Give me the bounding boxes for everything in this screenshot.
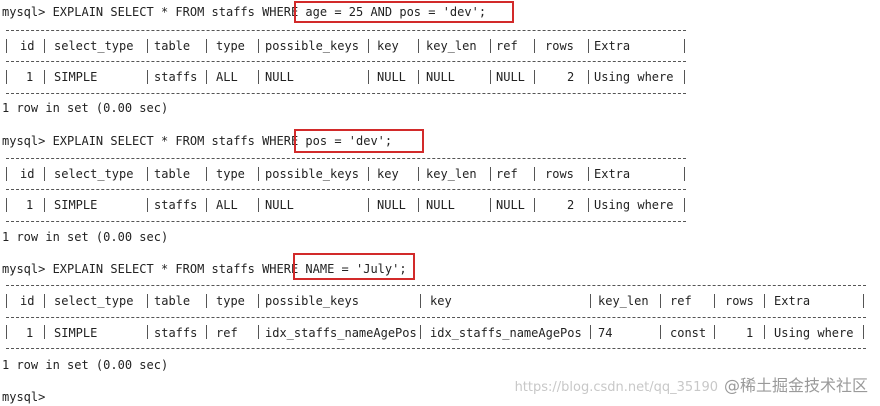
column-header: type xyxy=(216,294,245,308)
table-cell: NULL xyxy=(377,70,406,84)
table-cell: staffs xyxy=(154,70,198,84)
column-header: rows xyxy=(545,39,574,53)
table-rule xyxy=(6,30,686,31)
highlight-box-1 xyxy=(294,1,514,23)
table-cell: ALL xyxy=(216,70,238,84)
column-header: select_type xyxy=(54,39,134,53)
result-summary-3: 1 row in set (0.00 sec) xyxy=(2,358,169,372)
table-cell: idx_staffs_nameAgePos xyxy=(430,326,582,340)
column-header: ref xyxy=(496,39,518,53)
column-header: key_len xyxy=(426,167,477,181)
column-header: Extra xyxy=(774,294,811,308)
column-header: id xyxy=(20,39,35,53)
table-cell: const xyxy=(670,326,707,340)
query-line-2: mysql> EXPLAIN SELECT * FROM staffs WHER… xyxy=(2,134,393,148)
table-cell: NULL xyxy=(265,70,294,84)
table-cell: NULL xyxy=(377,198,406,212)
table-cell: Using where xyxy=(594,70,674,84)
table-cell: idx_staffs_nameAgePos xyxy=(265,326,417,340)
result-table-3: id select_type table type possible_keys … xyxy=(6,283,866,349)
result-summary-1: 1 row in set (0.00 sec) xyxy=(2,101,169,115)
column-header: id xyxy=(20,294,35,308)
column-header: key_len xyxy=(426,39,477,53)
table-rule xyxy=(6,61,686,62)
column-header: ref xyxy=(670,294,692,308)
column-header: key xyxy=(430,294,452,308)
column-header: table xyxy=(154,294,191,308)
column-header: rows xyxy=(545,167,574,181)
table-cell: Using where xyxy=(774,326,854,340)
table-cell: ref xyxy=(216,326,238,340)
table-cell: staffs xyxy=(154,326,198,340)
result-table-1: id select_type table type possible_keys … xyxy=(6,28,686,94)
table-cell: 1 xyxy=(26,198,34,212)
column-header: possible_keys xyxy=(265,294,359,308)
query-line-3: mysql> EXPLAIN SELECT * FROM staffs WHER… xyxy=(2,262,407,276)
table-cell: SIMPLE xyxy=(54,198,98,212)
column-header: select_type xyxy=(54,294,134,308)
table-rule xyxy=(6,348,866,349)
watermark-url: https://blog.csdn.net/qq_35190 xyxy=(514,380,718,395)
table-cell: 2 xyxy=(567,70,575,84)
table-rule xyxy=(6,158,686,159)
table-cell: SIMPLE xyxy=(54,70,98,84)
column-header: Extra xyxy=(594,39,631,53)
result-summary-2: 1 row in set (0.00 sec) xyxy=(2,230,169,244)
table-rule xyxy=(6,221,686,222)
table-rule xyxy=(6,285,866,286)
table-cell: Using where xyxy=(594,198,674,212)
table-rule xyxy=(6,189,686,190)
watermark: https://blog.csdn.net/qq_35190 @稀土掘金技术社区 xyxy=(515,372,868,396)
column-header: key xyxy=(377,39,399,53)
query-line-1: mysql> EXPLAIN SELECT * FROM staffs WHER… xyxy=(2,5,487,19)
table-cell: 1 xyxy=(746,326,754,340)
mysql-prompt[interactable]: mysql> xyxy=(2,390,46,404)
column-header: select_type xyxy=(54,167,134,181)
table-cell: NULL xyxy=(426,198,455,212)
highlight-box-2 xyxy=(294,129,424,153)
table-rule xyxy=(6,317,866,318)
table-cell: NULL xyxy=(426,70,455,84)
column-header: possible_keys xyxy=(265,39,359,53)
table-rule xyxy=(6,93,686,94)
column-header: table xyxy=(154,39,191,53)
column-header: key xyxy=(377,167,399,181)
highlight-box-3 xyxy=(293,253,415,280)
column-header: type xyxy=(216,39,245,53)
table-cell: 1 xyxy=(26,70,34,84)
table-cell: SIMPLE xyxy=(54,326,98,340)
result-table-2: id select_type table type possible_keys … xyxy=(6,156,686,222)
watermark-text: @稀土掘金技术社区 xyxy=(723,376,868,395)
column-header: ref xyxy=(496,167,518,181)
table-cell: ALL xyxy=(216,198,238,212)
table-cell: 1 xyxy=(26,326,34,340)
column-header: possible_keys xyxy=(265,167,359,181)
table-cell: staffs xyxy=(154,198,198,212)
column-header: table xyxy=(154,167,191,181)
column-header: key_len xyxy=(598,294,649,308)
column-header: id xyxy=(20,167,35,181)
table-cell: 2 xyxy=(567,198,575,212)
column-header: type xyxy=(216,167,245,181)
column-header: Extra xyxy=(594,167,631,181)
table-cell: 74 xyxy=(598,326,613,340)
table-cell: NULL xyxy=(265,198,294,212)
table-cell: NULL xyxy=(496,198,525,212)
table-cell: NULL xyxy=(496,70,525,84)
column-header: rows xyxy=(725,294,754,308)
